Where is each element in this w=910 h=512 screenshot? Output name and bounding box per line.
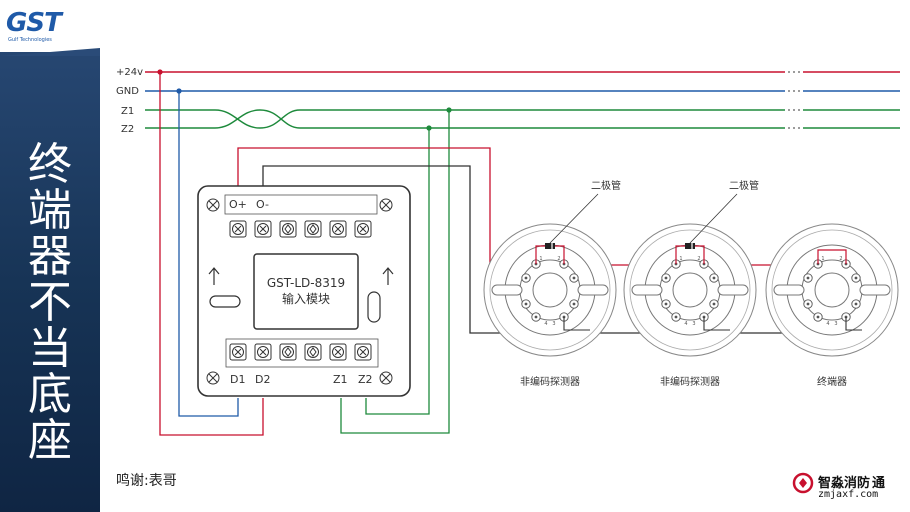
svg-text:1: 1 bbox=[679, 256, 682, 262]
base-3-label: 终端器 bbox=[817, 375, 847, 388]
svg-text:3: 3 bbox=[552, 321, 555, 327]
svg-text:3: 3 bbox=[692, 321, 695, 327]
module-name: 输入模块 bbox=[282, 291, 330, 306]
terminal-label-d1: D1 bbox=[230, 373, 245, 386]
logo-subtitle: Gulf Technologies bbox=[8, 37, 52, 43]
svg-text:1: 1 bbox=[539, 256, 542, 262]
watermark-logo-icon bbox=[792, 472, 814, 494]
svg-text:1: 1 bbox=[821, 256, 824, 262]
bus-label-z1: Z1 bbox=[121, 106, 134, 117]
watermark-url: zmjaxf.com bbox=[818, 489, 879, 500]
terminal-label-z1: Z1 bbox=[333, 373, 348, 386]
svg-text:3: 3 bbox=[834, 321, 837, 327]
wire-24v-to-d2 bbox=[159, 72, 264, 436]
svg-text:4: 4 bbox=[684, 321, 687, 327]
bus-z2 bbox=[145, 109, 900, 129]
diode-label-1: 二极管 bbox=[591, 179, 621, 192]
junction-24v bbox=[157, 69, 163, 75]
bus-label-gnd: GND bbox=[116, 86, 139, 97]
svg-text:2: 2 bbox=[839, 256, 842, 262]
credit-text: 鸣谢:表哥 bbox=[116, 473, 177, 489]
wire-z1-to-module bbox=[340, 110, 450, 434]
bus-z1 bbox=[145, 109, 900, 129]
wire-o-plus bbox=[237, 147, 870, 266]
diode-label-2: 二极管 bbox=[729, 179, 759, 192]
svg-text:2: 2 bbox=[557, 256, 560, 262]
diode-leaders bbox=[549, 193, 738, 244]
terminal-label-d2: D2 bbox=[255, 373, 270, 386]
bus-ellipsis bbox=[788, 71, 800, 129]
svg-text:4: 4 bbox=[544, 321, 547, 327]
junction-gnd bbox=[176, 88, 182, 94]
watermark: 智淼消防通 zmjaxf.com bbox=[790, 470, 900, 506]
junction-z2 bbox=[426, 125, 432, 131]
input-module bbox=[197, 185, 411, 397]
watermark-title: 智淼消防通 bbox=[818, 476, 886, 491]
slide-title: 终端器不当底座 bbox=[28, 139, 72, 466]
terminal-label-o-minus: O- bbox=[256, 198, 269, 211]
logo-swoosh bbox=[0, 48, 100, 56]
wire-gnd-to-d1 bbox=[178, 91, 239, 417]
junction-z1 bbox=[446, 107, 452, 113]
gst-logo: GST bbox=[6, 8, 62, 38]
base-2-label: 非编码探测器 bbox=[660, 375, 720, 388]
bus-label-z2: Z2 bbox=[121, 124, 134, 135]
sidebar: GST Gulf Technologies 终端器不当底座 bbox=[0, 0, 100, 512]
base-1-label: 非编码探测器 bbox=[520, 375, 580, 388]
terminal-label-o-plus: O+ bbox=[229, 198, 247, 211]
logo-area: GST Gulf Technologies bbox=[0, 0, 100, 52]
module-model: GST-LD-8319 bbox=[267, 276, 345, 290]
svg-text:2: 2 bbox=[697, 256, 700, 262]
terminal-label-z2: Z2 bbox=[358, 373, 373, 386]
wire-z2-to-module bbox=[365, 128, 430, 415]
svg-text:4: 4 bbox=[826, 321, 829, 327]
bus-label-24v: +24v bbox=[116, 67, 143, 78]
